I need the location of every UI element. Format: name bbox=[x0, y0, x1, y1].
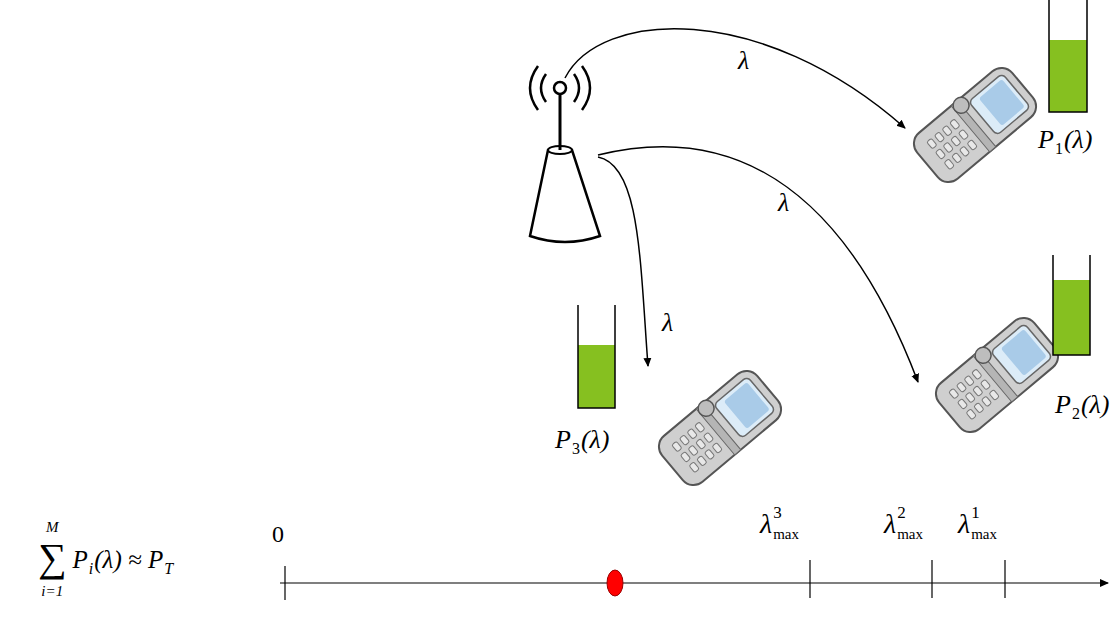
axis-tick-label: max bbox=[897, 527, 923, 542]
axis-tick-label: λ bbox=[958, 510, 970, 538]
mobile-phone bbox=[929, 311, 1064, 438]
axis-tick-label: max bbox=[773, 527, 799, 542]
power-label: P bbox=[555, 427, 571, 453]
power-constraint: (λ) ≈ P bbox=[94, 547, 163, 572]
sum-limit: M bbox=[46, 520, 59, 535]
transmission-arrows bbox=[565, 29, 918, 382]
power-label: (λ) bbox=[1081, 392, 1110, 418]
buffer-queue bbox=[1053, 255, 1090, 355]
lambda-axis bbox=[280, 560, 1108, 600]
power-label: P bbox=[1038, 127, 1054, 153]
rate-label: λ bbox=[778, 190, 789, 216]
rate-label: λ bbox=[662, 310, 673, 336]
axis-tick-label: 2 bbox=[897, 504, 906, 521]
axis-tick-label: 0 bbox=[272, 522, 284, 546]
power-label: 3 bbox=[572, 441, 580, 457]
axis-tick-label: λ bbox=[760, 510, 772, 538]
axis-tick-label: max bbox=[971, 527, 997, 542]
axis-tick-label: 1 bbox=[971, 504, 980, 521]
operating-point bbox=[607, 570, 623, 596]
mobile-phone bbox=[907, 61, 1042, 188]
power-constraint: T bbox=[164, 561, 173, 577]
sum-limit: i=1 bbox=[41, 584, 63, 599]
rate-label: λ bbox=[738, 48, 749, 74]
power-constraint: P bbox=[73, 547, 88, 572]
power-label: 2 bbox=[1072, 406, 1080, 422]
base-station bbox=[530, 66, 600, 242]
power-label: (λ) bbox=[1064, 127, 1093, 153]
power-label: (λ) bbox=[581, 427, 610, 453]
power-label: 1 bbox=[1055, 141, 1063, 157]
buffer-queue bbox=[1049, 0, 1087, 112]
mobile-phone bbox=[652, 364, 787, 491]
axis-tick-label: 3 bbox=[773, 504, 782, 521]
power-label: P bbox=[1055, 392, 1071, 418]
sum-symbol: ∑ bbox=[38, 538, 67, 578]
buffer-queue bbox=[578, 305, 615, 408]
power-constraint: i bbox=[89, 561, 93, 577]
axis-tick-label: λ bbox=[884, 510, 896, 538]
